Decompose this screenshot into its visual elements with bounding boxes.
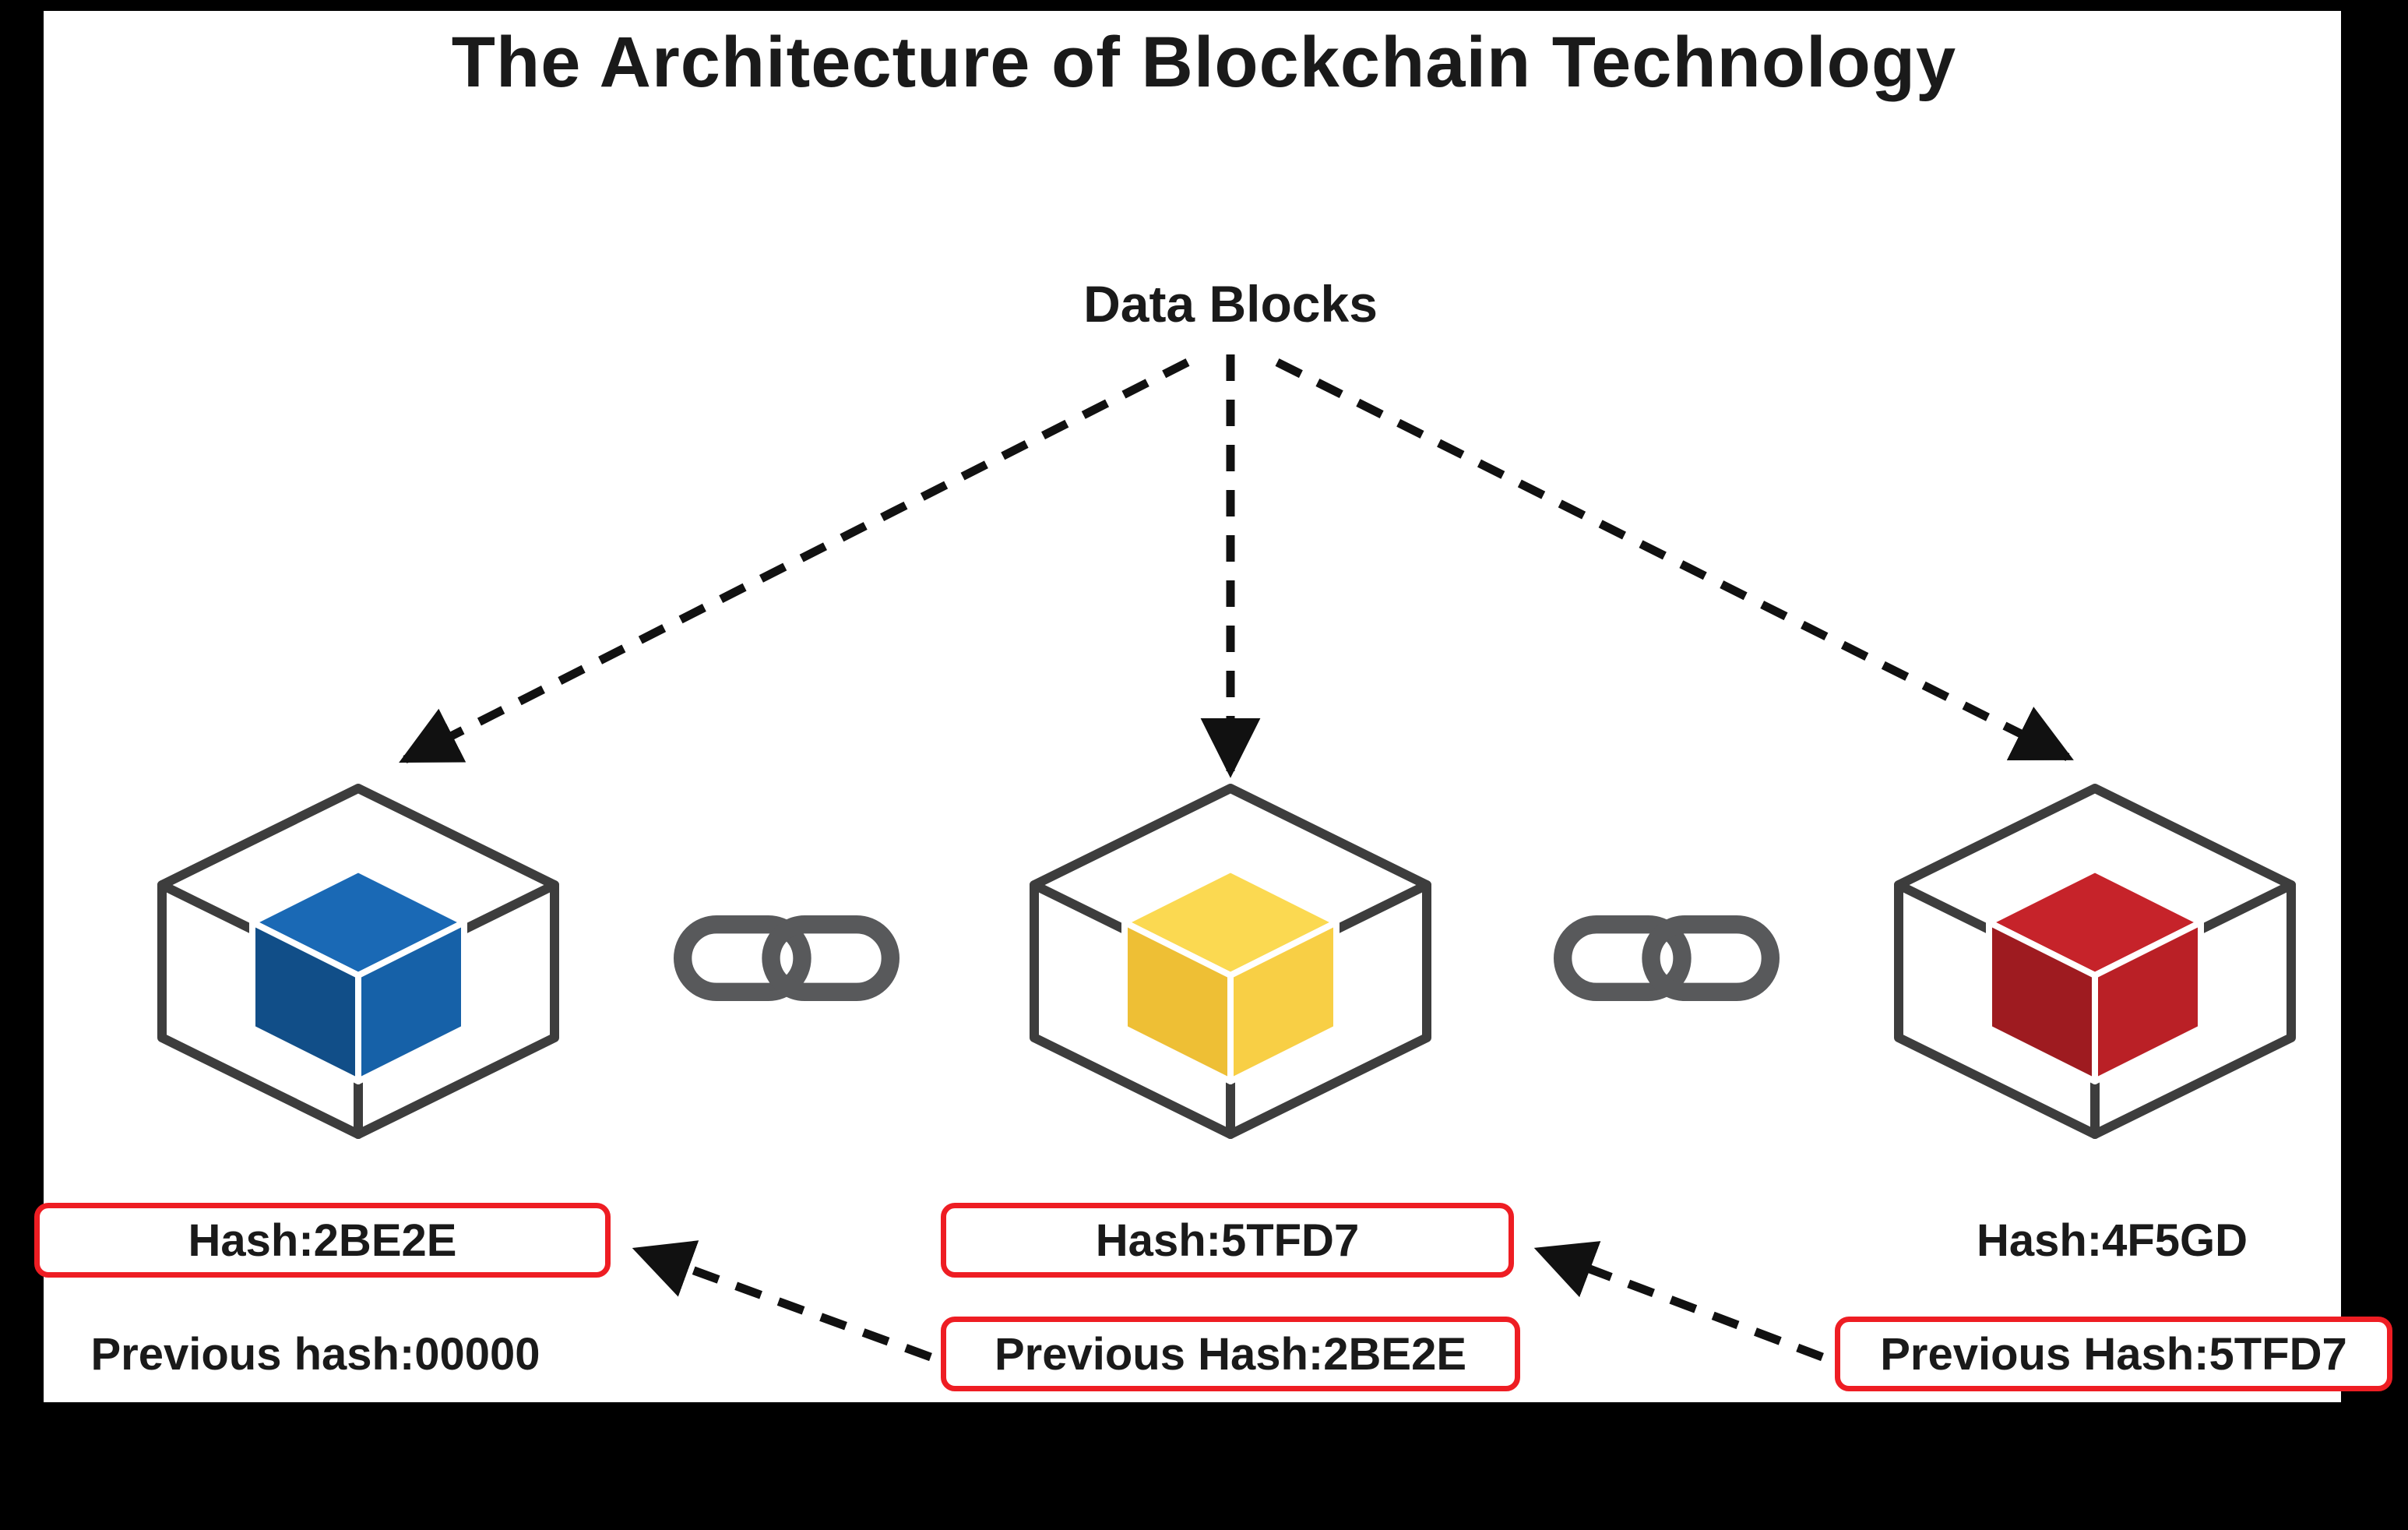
block2-cube-icon [1030, 784, 1431, 1139]
block2-cube-right-face [1227, 919, 1340, 1084]
block3-cube-icon [1894, 784, 2296, 1139]
block3-cube-right-face [2092, 919, 2204, 1084]
chain-link-icon-2 [1554, 915, 1780, 1001]
chain-ring-right [1642, 915, 1780, 1001]
diagram-title: The Architecture of Blockchain Technolog… [451, 23, 1957, 102]
previous-hash-label-block3: Previous Hash:5TFD7 [1835, 1317, 2392, 1391]
hash-label-block2: Hash:5TFD7 [941, 1203, 1514, 1278]
previous-hash-label-block1: Previous hash:00000 [90, 1328, 540, 1380]
block1-cube-right-face [355, 919, 467, 1084]
hash-label-block3: Hash:4F5GD [1976, 1214, 2248, 1266]
chain-ring-right [762, 915, 899, 1001]
diagram-background [44, 11, 2341, 1402]
data-blocks-label: Data Blocks [1083, 275, 1378, 333]
previous-hash-label-block2: Previous Hash:2BE2E [941, 1317, 1520, 1391]
chain-ring-left [1554, 915, 1692, 1001]
block1-cube-icon [157, 784, 559, 1139]
hash-label-block1: Hash:2BE2E [34, 1203, 611, 1278]
chain-link-icon-1 [674, 915, 899, 1001]
chain-ring-left [674, 915, 811, 1001]
